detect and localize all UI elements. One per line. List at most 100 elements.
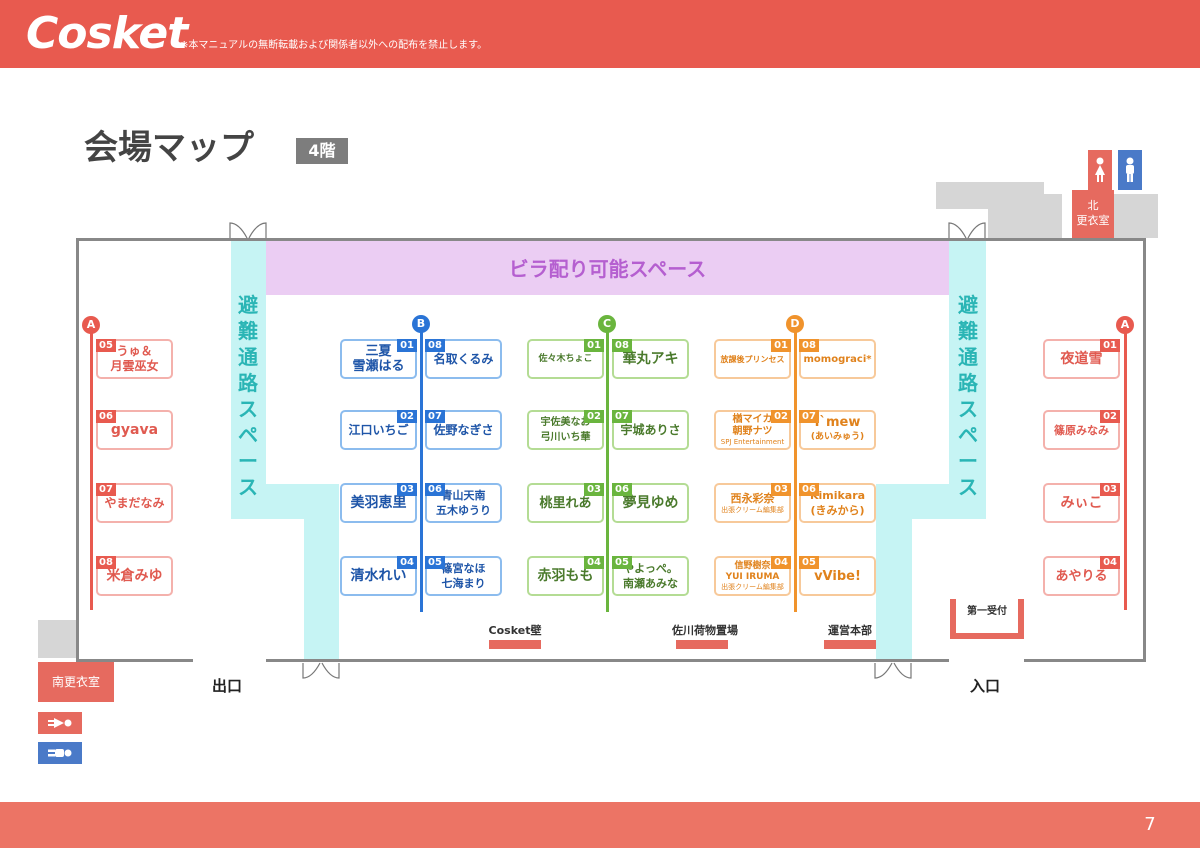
booth-number: 08 (799, 339, 819, 352)
booth-number: 02 (771, 410, 791, 423)
booth-name: 篠原みなみ (1054, 423, 1109, 437)
booth-number: 02 (397, 410, 417, 423)
booth-c-01[interactable]: 01 佐々木ちょこ (527, 339, 604, 379)
booth-a-01[interactable]: 01 夜道雪 (1043, 339, 1120, 379)
booth-name: 南瀬あみな (623, 577, 678, 590)
row-a-right-marker: A (1116, 316, 1134, 334)
booth-d-05[interactable]: 05 vVibe! (799, 556, 876, 596)
evac-char: ー (238, 449, 258, 473)
booth-number: 04 (1100, 556, 1120, 569)
booth-d-08[interactable]: 08 momograci* (799, 339, 876, 379)
exit-label: 出口 (212, 677, 243, 695)
booth-a-02[interactable]: 02 篠原みなみ (1043, 410, 1120, 450)
booth-name: やまだなみ (104, 495, 165, 510)
booth-affiliation: 出張クリーム編集部 (721, 506, 784, 514)
reception-label: 第一受付 (967, 606, 1007, 617)
booth-c-08[interactable]: 08 華丸アキ (612, 339, 689, 379)
reception-desk (950, 599, 1024, 639)
evac-char: ペ (958, 423, 978, 447)
booth-name: 夜道雪 (1060, 350, 1103, 367)
booth-name: 楢マイカ (732, 413, 773, 425)
evac-char: 避 (238, 293, 258, 317)
booth-a-07[interactable]: 07 やまだなみ (96, 483, 173, 523)
evac-char: 難 (238, 319, 258, 343)
wall-bottom-2 (266, 659, 949, 662)
booth-a-05[interactable]: 05 うゅ＆月雲巫女 (96, 339, 173, 379)
booth-a-04[interactable]: 04 あやりる (1043, 556, 1120, 596)
booth-name: (あいみゅう) (810, 432, 865, 442)
booth-number: 01 (1100, 339, 1120, 352)
booth-name: YUI IRUMA (725, 571, 780, 582)
cosket-wall (489, 640, 541, 649)
booth-affiliation: SPJ Entertainment (720, 437, 785, 446)
booth-c-05[interactable]: 05 やよっぺ。南瀬あみな (612, 556, 689, 596)
booth-c-07[interactable]: 07 宇城ありさ (612, 410, 689, 450)
booth-number: 06 (96, 410, 116, 423)
booth-name: vVibe! (814, 568, 861, 584)
booth-number: 01 (584, 339, 604, 352)
booth-name: 放課後プリンセス (720, 354, 785, 364)
booth-b-01[interactable]: 01 三夏雪瀬はる (340, 339, 417, 379)
booth-name: 美羽恵里 (350, 494, 407, 511)
evac-char: 通 (958, 345, 978, 369)
booth-b-06[interactable]: 06 青山天南五木ゆうり (425, 483, 502, 523)
booth-number: 06 (799, 483, 819, 496)
booth-name: 宇佐美なお (540, 417, 591, 428)
booth-d-01[interactable]: 01 放課後プリンセス (714, 339, 791, 379)
evac-char: ス (238, 475, 258, 499)
booth-a-06[interactable]: 06 gyava (96, 410, 173, 450)
booth-b-02[interactable]: 02 江口いちご (340, 410, 417, 450)
evac-aisle-left-lower (304, 484, 339, 661)
booth-b-08[interactable]: 08 名取くるみ (425, 339, 502, 379)
booth-name: 朝野ナツ (732, 425, 773, 437)
row-d-line (794, 330, 797, 612)
booth-b-07[interactable]: 07 佐野なぎさ (425, 410, 502, 450)
booth-c-04[interactable]: 04 赤羽もも (527, 556, 604, 596)
booth-name: 佐々木ちょこ (538, 353, 593, 364)
row-b-line (420, 330, 423, 612)
evac-char: ペ (238, 423, 258, 447)
wall-left (76, 238, 79, 662)
male-restroom-icon (1118, 150, 1142, 190)
booth-number: 07 (799, 410, 819, 423)
wall-bottom-1 (76, 659, 193, 662)
booth-b-03[interactable]: 03 美羽恵里 (340, 483, 417, 523)
male-restroom-icon (38, 742, 82, 764)
page-title: 会場マップ (84, 128, 254, 168)
evac-char: 路 (958, 371, 978, 395)
south-changing-room: 南更衣室 (38, 662, 114, 702)
floor-badge: 4階 (296, 138, 348, 164)
page-number: 7 (1144, 814, 1156, 835)
booth-name: 信野樹奈 (734, 560, 771, 571)
female-restroom-icon (1088, 150, 1112, 190)
row-a-right-line (1124, 330, 1127, 610)
booth-name: 名取くるみ (433, 351, 494, 366)
booth-c-03[interactable]: 03 桃里れあ (527, 483, 604, 523)
north-structure-3 (1114, 194, 1158, 238)
booth-a-08[interactable]: 08 米倉みゆ (96, 556, 173, 596)
booth-d-03[interactable]: 03 西永彩奈出張クリーム編集部 (714, 483, 791, 523)
booth-number: 05 (96, 339, 116, 352)
booth-name: 雪瀬はる (352, 359, 405, 374)
double-door-icon (874, 662, 912, 680)
booth-number: 05 (612, 556, 632, 569)
booth-number: 07 (96, 483, 116, 496)
cosket-wall-label: Cosket壁 (488, 624, 542, 637)
evac-char: ス (238, 397, 258, 421)
booth-name: 七海まり (441, 577, 486, 590)
booth-b-05[interactable]: 05 篠宮なほ七海まり (425, 556, 502, 596)
north-changing-room: 北 更衣室 (1072, 190, 1114, 238)
booth-d-06[interactable]: 06 Kimikara(きみから) (799, 483, 876, 523)
booth-c-06[interactable]: 06 夢見ゆめ (612, 483, 689, 523)
booth-name: 五木ゆうり (436, 504, 491, 517)
booth-b-04[interactable]: 04 清水れい (340, 556, 417, 596)
booth-c-02[interactable]: 02 宇佐美なお弓川いち華 (527, 410, 604, 450)
booth-a-03[interactable]: 03 みぃこ (1043, 483, 1120, 523)
booth-name: 清水れい (350, 567, 407, 584)
booth-d-07[interactable]: 07 I`mew(あいみゅう) (799, 410, 876, 450)
wall-top (76, 238, 1146, 241)
row-c-marker: C (598, 315, 616, 333)
wall-bottom-3 (1024, 659, 1146, 662)
